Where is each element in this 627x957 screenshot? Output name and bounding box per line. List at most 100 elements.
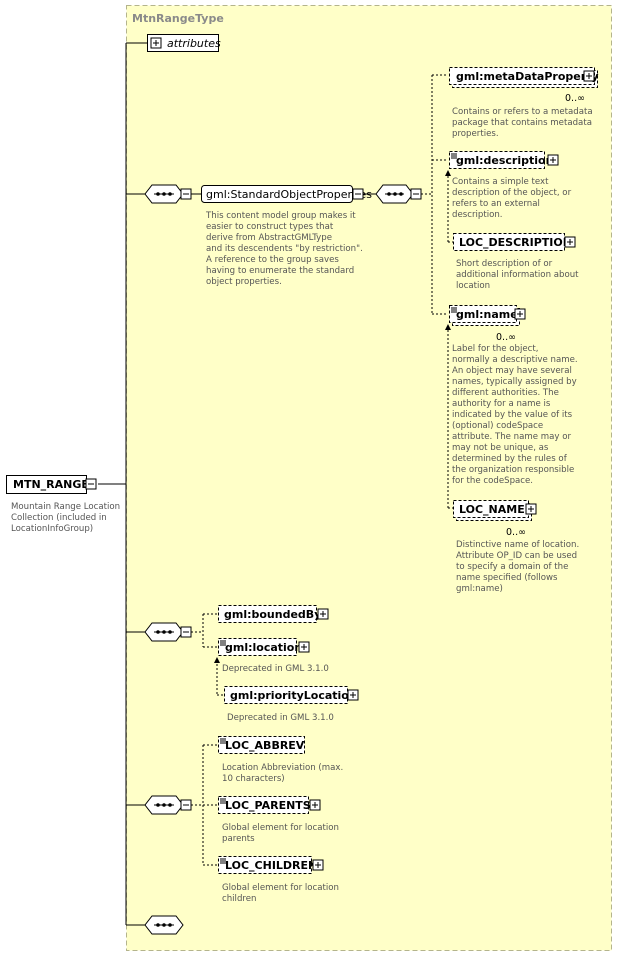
expand-plus-icon[interactable] [317, 608, 329, 620]
collapse-minus-icon[interactable] [180, 799, 192, 811]
group1-doc-4: and its descendents "by restriction". [206, 244, 363, 254]
sequence-compositor-4[interactable] [144, 795, 192, 815]
expand-plus-icon[interactable] [150, 37, 162, 49]
name-doc-2: normally a descriptive name. [452, 355, 578, 365]
meta-doc-2: package that contains metadata [452, 118, 592, 128]
loc-name-cardinality: 0..∞ [506, 527, 526, 538]
name-cardinality: 0..∞ [496, 332, 516, 343]
loc-abbrev-doc-1: Location Abbreviation (max. [222, 763, 343, 773]
description-doc-2: description of the object, or [452, 188, 572, 198]
collapse-minus-icon[interactable] [352, 188, 364, 200]
element-loc-name[interactable]: LOC_NAME [453, 500, 537, 521]
type-name-label: MtnRangeType [132, 12, 224, 25]
svg-text:gml:StandardObjectProperties: gml:StandardObjectProperties [206, 188, 372, 201]
element-gml-location[interactable]: gml:location [218, 638, 310, 656]
name-doc-7: indicated by the value of its [452, 410, 573, 420]
collapse-minus-icon[interactable] [85, 478, 97, 490]
name-doc-10: may not be unique, as [452, 443, 549, 453]
collapse-minus-icon[interactable] [180, 188, 192, 200]
svg-text:MTN_RANGE: MTN_RANGE [13, 478, 89, 491]
root-doc-2: Collection (included in [11, 513, 107, 523]
loc-name-doc-1: Distinctive name of location. [456, 540, 579, 550]
expand-plus-icon[interactable] [312, 859, 324, 871]
svg-text:LOC_NAME: LOC_NAME [459, 503, 525, 516]
element-loc-parents[interactable]: LOC_PARENTS [218, 796, 321, 814]
root-doc-1: Mountain Range Location [11, 502, 120, 512]
expand-plus-icon[interactable] [347, 689, 359, 701]
meta-doc-3: properties. [452, 129, 499, 139]
name-doc-13: for the codeSpace. [452, 476, 533, 486]
name-doc-1: Label for the object, [452, 344, 539, 354]
svg-text:gml:description: gml:description [456, 154, 553, 167]
priority-location-doc: Deprecated in GML 3.1.0 [227, 713, 334, 723]
element-gml-bounded-by[interactable]: gml:boundedBy [218, 605, 329, 623]
name-doc-12: the organization responsible [452, 465, 574, 475]
sequence-compositor-2[interactable] [375, 184, 422, 204]
name-doc-8: (optional) codeSpace [452, 421, 543, 431]
loc-parents-doc-2: parents [222, 834, 255, 844]
element-gml-priority-location[interactable]: gml:priorityLocation [224, 686, 359, 704]
expand-plus-icon[interactable] [514, 308, 526, 320]
name-doc-9: attribute. The name may or [452, 432, 571, 442]
loc-children-doc-2: children [222, 894, 256, 904]
loc-name-doc-2: Attribute OP_ID can be used [456, 551, 577, 561]
element-gml-description[interactable]: gml:description [449, 151, 559, 169]
svg-text:gml:priorityLocation: gml:priorityLocation [230, 689, 357, 702]
element-gml-name[interactable]: gml:name [449, 305, 526, 326]
meta-doc-1: Contains or refers to a metadata [452, 107, 593, 117]
loc-description-doc-3: location [456, 281, 490, 291]
loc-abbrev-doc-2: 10 characters) [222, 774, 285, 784]
group1-doc-1: This content model group makes it [205, 211, 356, 221]
attributes-node[interactable]: attributes [147, 34, 221, 52]
loc-description-doc-2: additional information about [456, 270, 579, 280]
loc-children-doc-1: Global element for location [222, 883, 339, 893]
loc-name-doc-3: to specify a domain of the [456, 562, 568, 572]
description-doc-3: refers to an external [452, 199, 540, 209]
name-doc-6: authority for a name is [452, 399, 551, 409]
element-loc-description[interactable]: LOC_DESCRIPTION [453, 233, 576, 251]
svg-text:attributes: attributes [167, 37, 221, 50]
element-metadata-property[interactable]: gml:metaDataProperty [449, 67, 599, 88]
loc-parents-doc-1: Global element for location [222, 823, 339, 833]
expand-plus-icon[interactable] [583, 70, 595, 82]
root-doc-3: LocationInfoGroup) [11, 524, 93, 534]
expand-plus-icon[interactable] [309, 799, 321, 811]
element-loc-children[interactable]: LOC_CHILDREN [218, 856, 324, 874]
sequence-compositor-1[interactable] [144, 184, 192, 204]
type-panel [126, 5, 612, 951]
collapse-minus-icon[interactable] [410, 188, 422, 200]
loc-name-doc-5: gml:name) [456, 584, 503, 594]
group1-doc-2: easier to construct types that [206, 222, 334, 232]
description-doc-1: Contains a simple text [452, 177, 549, 187]
svg-text:LOC_PARENTS: LOC_PARENTS [225, 799, 311, 812]
name-doc-11: determined by the rules of [452, 454, 568, 464]
expand-plus-icon[interactable] [298, 641, 310, 653]
group1-doc-3: derive from AbstractGMLType [206, 233, 332, 243]
sequence-compositor-5[interactable] [144, 915, 184, 935]
group1-doc-6: having to enumerate the standard [206, 266, 354, 276]
root-element-mtn-range[interactable]: MTN_RANGE [6, 475, 97, 494]
name-doc-3: An object may have several [452, 366, 572, 376]
meta-cardinality: 0..∞ [565, 93, 585, 104]
expand-plus-icon[interactable] [547, 154, 559, 166]
svg-text:gml:location: gml:location [225, 641, 302, 654]
group-standard-object-properties[interactable]: gml:StandardObjectProperties [201, 185, 373, 203]
group1-doc-7: object properties. [206, 277, 282, 287]
svg-text:LOC_DESCRIPTION: LOC_DESCRIPTION [459, 236, 572, 249]
svg-text:LOC_CHILDREN: LOC_CHILDREN [225, 859, 317, 872]
location-doc: Deprecated in GML 3.1.0 [222, 664, 329, 674]
expand-plus-icon[interactable] [564, 236, 576, 248]
collapse-minus-icon[interactable] [180, 626, 192, 638]
name-doc-4: names, typically assigned by [452, 377, 577, 387]
svg-text:gml:metaDataProperty: gml:metaDataProperty [456, 70, 599, 83]
expand-plus-icon[interactable] [525, 503, 537, 515]
svg-text:gml:name: gml:name [456, 308, 518, 321]
name-doc-5: different authorities. The [452, 388, 559, 398]
group1-doc-5: A reference to the group saves [206, 255, 339, 265]
element-loc-abbrev[interactable]: LOC_ABBREV [218, 736, 305, 754]
description-doc-4: description. [452, 210, 503, 220]
loc-description-doc-1: Short description of or [456, 259, 553, 269]
svg-text:gml:boundedBy: gml:boundedBy [224, 608, 321, 621]
sequence-compositor-3[interactable] [144, 622, 192, 642]
